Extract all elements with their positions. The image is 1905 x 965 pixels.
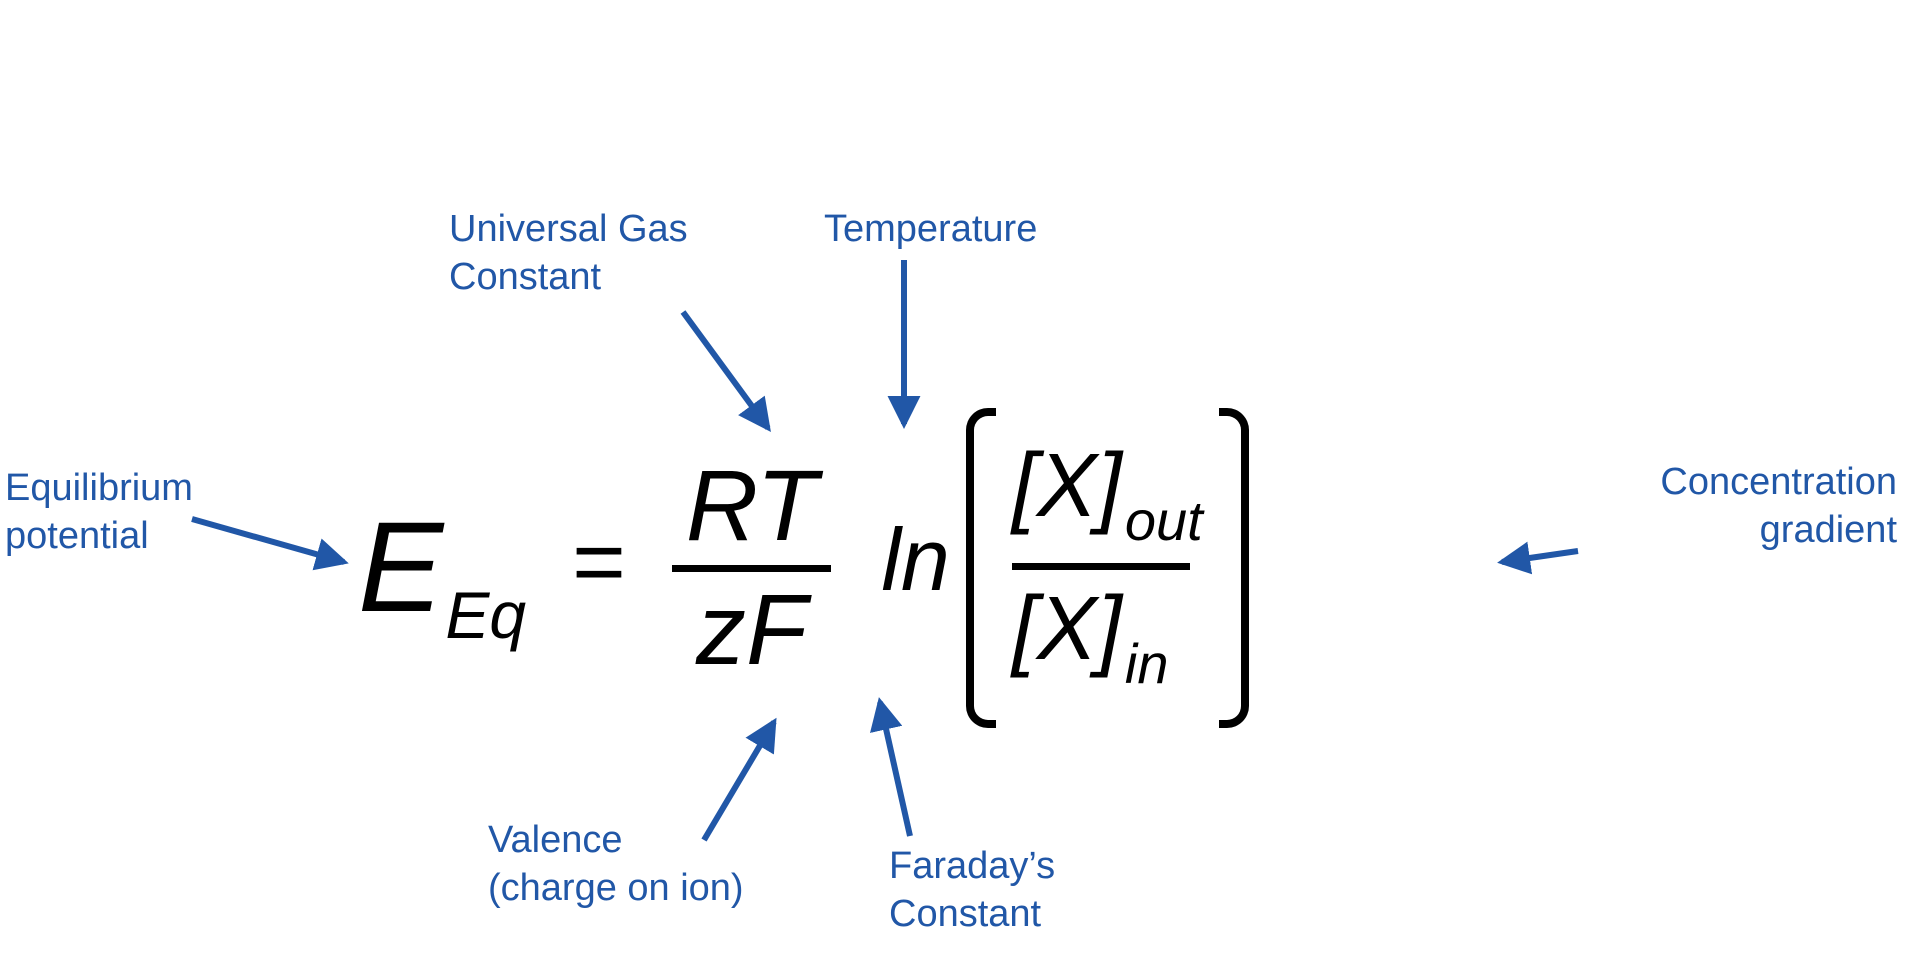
e-subscript: Eq xyxy=(445,578,527,652)
label-universal-gas-constant: Universal Gas Constant xyxy=(449,205,688,301)
fraction-denominator-zf: zF xyxy=(696,573,808,686)
x-out-term: [X] xyxy=(1011,435,1122,536)
ratio-numerator-row: [X] out xyxy=(1012,441,1203,553)
equilibrium-potential-symbol: E Eq xyxy=(358,496,526,649)
ratio-fraction-bar xyxy=(1011,562,1190,570)
rt-zf-fraction: RT zF xyxy=(671,449,832,686)
label-valence: Valence (charge on ion) xyxy=(488,816,744,912)
arrow-equilibrium-potential-to-e xyxy=(191,516,349,571)
out-subscript: out xyxy=(1124,488,1203,552)
in-subscript: in xyxy=(1124,631,1169,695)
label-faradays-constant: Faraday’s Constant xyxy=(889,842,1055,938)
fraction-bar xyxy=(671,564,832,572)
label-line: Constant xyxy=(449,256,602,298)
equals-sign: = xyxy=(572,510,626,613)
concentration-ratio: [X] out [X] in xyxy=(1004,441,1211,696)
fraction-numerator-rt: RT xyxy=(685,449,818,562)
label-concentration-gradient: Concentration gradient xyxy=(1660,458,1897,554)
arrow-concentration-gradient-to-bracket xyxy=(1497,541,1579,575)
natural-log-operator: ln xyxy=(881,510,950,609)
label-line: potential xyxy=(5,515,149,557)
label-line: Constant xyxy=(889,893,1042,935)
x-in-term: [X] xyxy=(1011,578,1122,679)
label-line: gradient xyxy=(1759,509,1897,551)
label-line: (charge on ion) xyxy=(488,867,744,909)
label-line: Faraday’s xyxy=(889,845,1056,887)
label-line: Valence xyxy=(488,819,623,861)
nernst-equation: E Eq = RT zF ln [X] out [X] in xyxy=(358,408,1249,728)
label-line: Concentration xyxy=(1660,461,1897,503)
label-line: Temperature xyxy=(824,208,1038,250)
left-bracket xyxy=(965,408,996,728)
label-line: Universal Gas xyxy=(449,208,688,250)
label-temperature: Temperature xyxy=(824,205,1037,253)
ratio-denominator-row: [X] in xyxy=(1012,584,1169,696)
label-line: Equilibrium xyxy=(5,467,193,509)
e-symbol: E xyxy=(358,496,444,639)
right-bracket xyxy=(1218,408,1249,728)
label-equilibrium-potential: Equilibrium potential xyxy=(5,464,193,560)
